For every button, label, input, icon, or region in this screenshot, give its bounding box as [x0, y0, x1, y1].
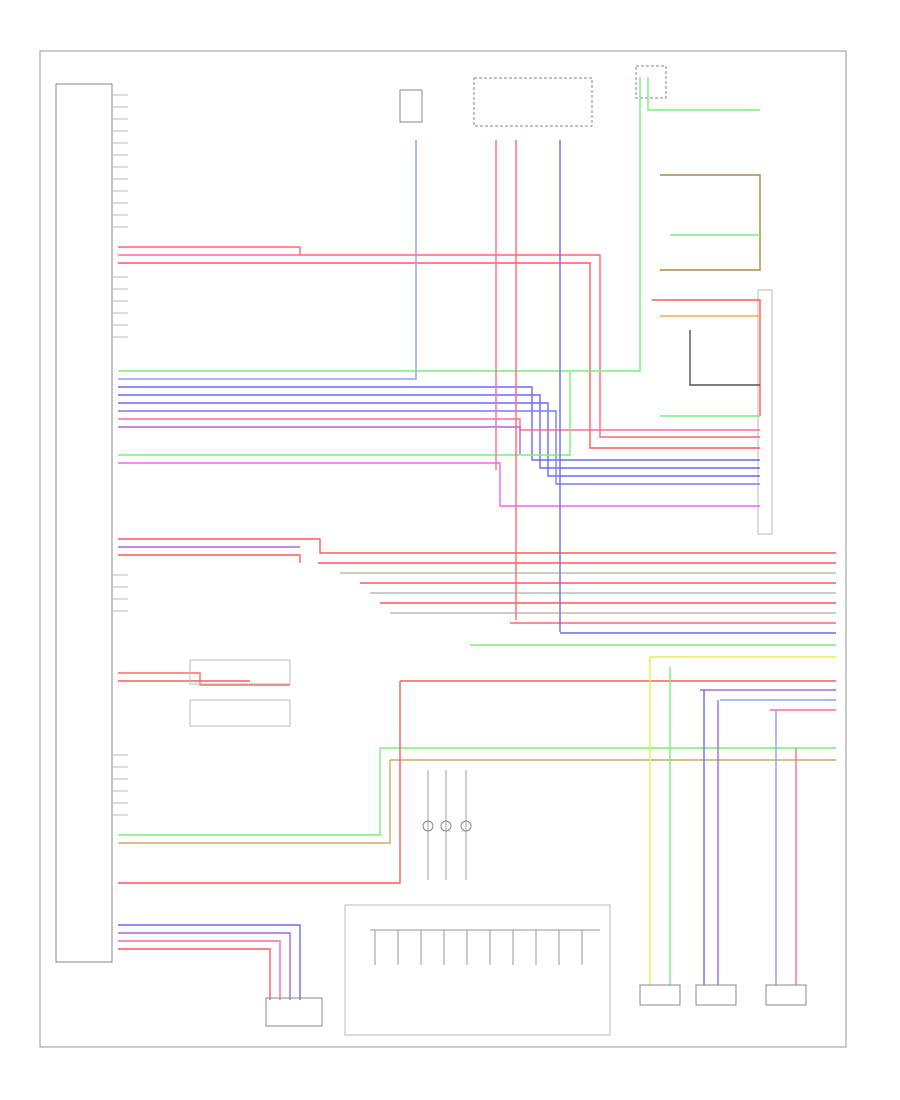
diagram-frame: [39, 50, 847, 1048]
ground-node-2: [440, 820, 452, 832]
connector-pins: [112, 94, 128, 816]
module-left-2: [189, 699, 291, 727]
ground-node-1: [422, 820, 434, 832]
wires-vertical: [427, 140, 797, 985]
wires-horizontal: [118, 77, 836, 1000]
wires-right: [647, 77, 761, 417]
speaker-3: [765, 984, 807, 1006]
switch-contacts: [370, 929, 600, 965]
speaker-2: [695, 984, 737, 1006]
audio-control-switch: [344, 904, 611, 1036]
bottom-left-connector: [265, 997, 323, 1027]
ground-node-3: [460, 820, 472, 832]
top-component-1: [399, 89, 423, 123]
main-connector-block: [55, 83, 113, 963]
top-component-2: [473, 77, 593, 127]
top-component-3: [635, 65, 667, 99]
speaker-1: [639, 984, 681, 1006]
right-connector-block: [757, 289, 773, 535]
module-left-1: [189, 659, 291, 685]
